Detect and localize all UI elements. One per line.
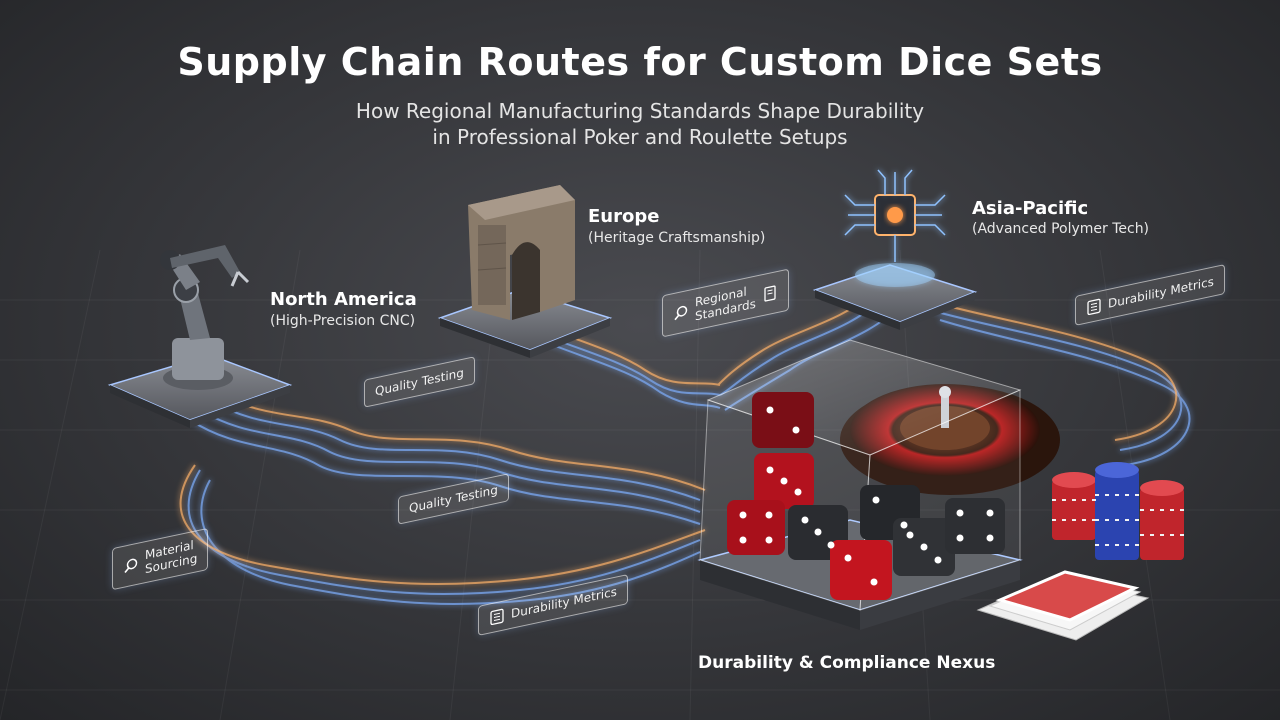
europe-desc: (Heritage Craftsmanship) (588, 230, 766, 246)
page-subtitle-line1: How Regional Manufacturing Standards Sha… (355, 99, 925, 123)
page-subtitle-line2: in Professional Poker and Roulette Setup… (432, 125, 848, 149)
europe-label: Europe (588, 206, 660, 227)
tag-durability-metrics-1: Durability Metrics (478, 574, 628, 636)
playing-cards-icon (976, 570, 1150, 641)
tag-label: Regional Standards (695, 284, 756, 324)
checklist-icon (1087, 298, 1101, 316)
hub-node (697, 339, 1184, 641)
tag-material-sourcing: Material Sourcing (112, 527, 209, 591)
magnifier-icon (674, 305, 688, 321)
north-america-label: North America (270, 289, 417, 310)
stone-arch-icon (468, 185, 575, 320)
document-icon (764, 285, 776, 302)
asia-pacific-label: Asia-Pacific (972, 198, 1089, 219)
europe-node (437, 185, 613, 358)
page-title: Supply Chain Routes for Custom Dice Sets (177, 40, 1103, 84)
orange-route (179, 294, 1178, 586)
tag-regional-standards: Regional Standards (662, 268, 789, 338)
magnifier-icon (124, 558, 138, 573)
hub-label: Durability & Compliance Nexus (698, 653, 996, 673)
tag-durability-metrics-2: Durability Metrics (1075, 264, 1225, 326)
asia-pacific-desc: (Advanced Polymer Tech) (972, 221, 1150, 237)
poker-chips-icon (1052, 462, 1184, 560)
asia-pacific-node (812, 169, 978, 330)
north-america-desc: (High-Precision CNC) (270, 313, 416, 329)
tag-label: Material Sourcing (145, 537, 198, 577)
microchip-icon (844, 169, 946, 287)
dice-group (727, 392, 1005, 600)
checklist-icon (490, 608, 504, 626)
north-america-node (107, 245, 293, 428)
robot-arm-icon (160, 245, 250, 390)
